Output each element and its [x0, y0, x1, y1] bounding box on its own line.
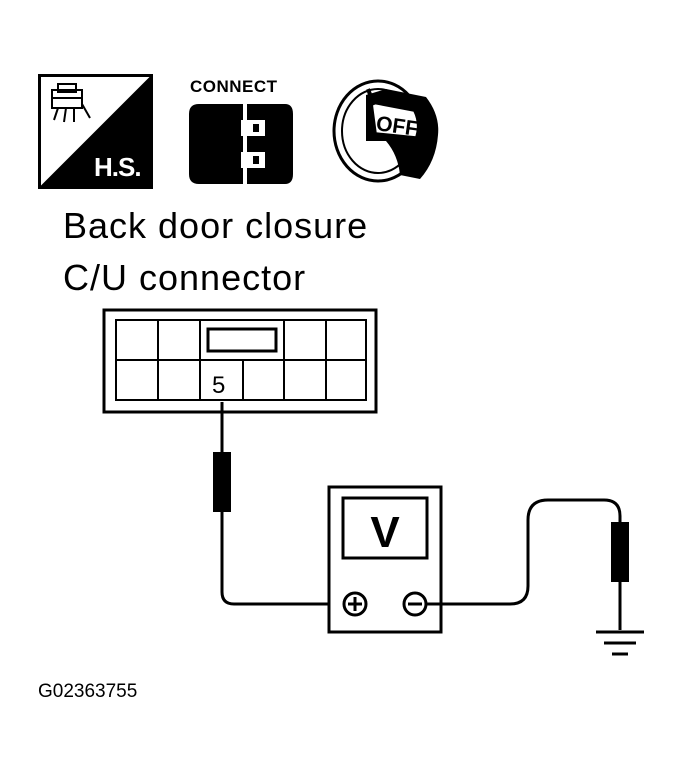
connector-plug-icon — [189, 104, 293, 184]
connect-label: CONNECT — [190, 77, 278, 96]
title-line-2: C/U connector — [63, 257, 307, 298]
harness-side-label: H.S. — [94, 152, 142, 182]
figure-code: G02363755 — [38, 681, 138, 702]
negative-probe-handle — [611, 522, 629, 582]
connect-icon — [185, 98, 297, 190]
connector-body — [102, 308, 378, 414]
ignition-key-icon — [332, 79, 439, 183]
voltmeter-display: V — [370, 508, 400, 557]
negative-terminal-icon — [402, 591, 428, 617]
ground-icon — [596, 630, 644, 656]
positive-probe-handle — [213, 452, 231, 512]
positive-probe-lead — [220, 402, 344, 606]
negative-probe-lead — [426, 498, 622, 630]
positive-terminal-icon — [342, 591, 368, 617]
title-line-1: Back door closure — [63, 205, 369, 246]
ignition-off-icon: OFF — [328, 75, 446, 190]
connector-pin-label: 5 — [212, 372, 225, 399]
harness-side-icon-graphic — [38, 74, 153, 189]
harness-side-icon: H.S. — [38, 74, 153, 189]
